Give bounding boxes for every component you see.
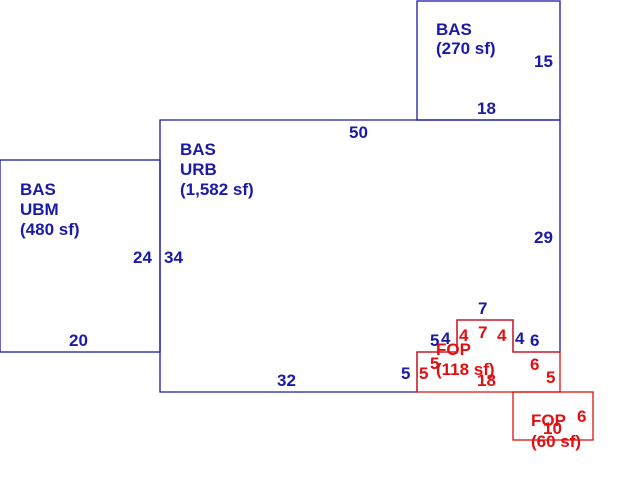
fop-mid-code: FOP — [436, 340, 471, 359]
bas-left-area: (480 sf) — [20, 220, 80, 239]
bas-main-code: BAS — [180, 140, 216, 159]
dim-bump-left-a: 5 — [430, 331, 439, 350]
porch-dim-small-10: 10 — [543, 419, 562, 438]
bas-left-sub: UBM — [20, 200, 59, 219]
dim-bump-right: 4 — [515, 329, 525, 348]
bas-top-code: BAS — [436, 20, 472, 39]
dim-bump-left-b: 4 — [441, 329, 451, 348]
porch-dim-right-6: 6 — [530, 355, 539, 374]
dim-left-right: 24 — [133, 248, 152, 267]
bas-left-code: BAS — [20, 180, 56, 199]
dim-left-bottom: 20 — [69, 331, 88, 350]
fop-mid-outline — [416, 319, 561, 393]
dim-main-left: 34 — [164, 248, 183, 267]
dim-bump-top: 7 — [478, 299, 487, 318]
bas-main-outline — [159, 119, 561, 393]
dim-main-bottom: 32 — [277, 371, 296, 390]
bas-left-outline — [0, 159, 161, 353]
dim-main-top: 50 — [349, 123, 368, 142]
bas-top-area: (270 sf) — [436, 39, 496, 58]
porch-dim-inner-right-4: 4 — [497, 326, 507, 345]
porch-dim-small-6: 6 — [577, 407, 586, 426]
fop-small-outline — [512, 391, 594, 441]
fop-small-area: (60 sf) — [531, 432, 581, 451]
fop-small-code: FOP — [531, 411, 566, 430]
fop-mid-area: (118 sf) — [436, 360, 495, 379]
porch-dim-inner-left-5: 5 — [430, 354, 439, 373]
porch-dim-left-5: 5 — [419, 364, 428, 383]
dim-right-step: 6 — [530, 331, 539, 350]
porch-dim-right-5: 5 — [546, 368, 555, 387]
dim-main-right: 29 — [534, 228, 553, 247]
porch-dim-inner-left-4: 4 — [459, 326, 469, 345]
dim-top-bottom: 18 — [477, 99, 496, 118]
bas-main-area: (1,582 sf) — [180, 180, 254, 199]
porch-dim-bottom-18: 18 — [477, 371, 496, 390]
dim-top-right: 15 — [534, 52, 553, 71]
bas-main-sub: URB — [180, 160, 217, 179]
porch-dim-inner-top-7: 7 — [478, 323, 487, 342]
dim-lower-left: 5 — [401, 364, 410, 383]
